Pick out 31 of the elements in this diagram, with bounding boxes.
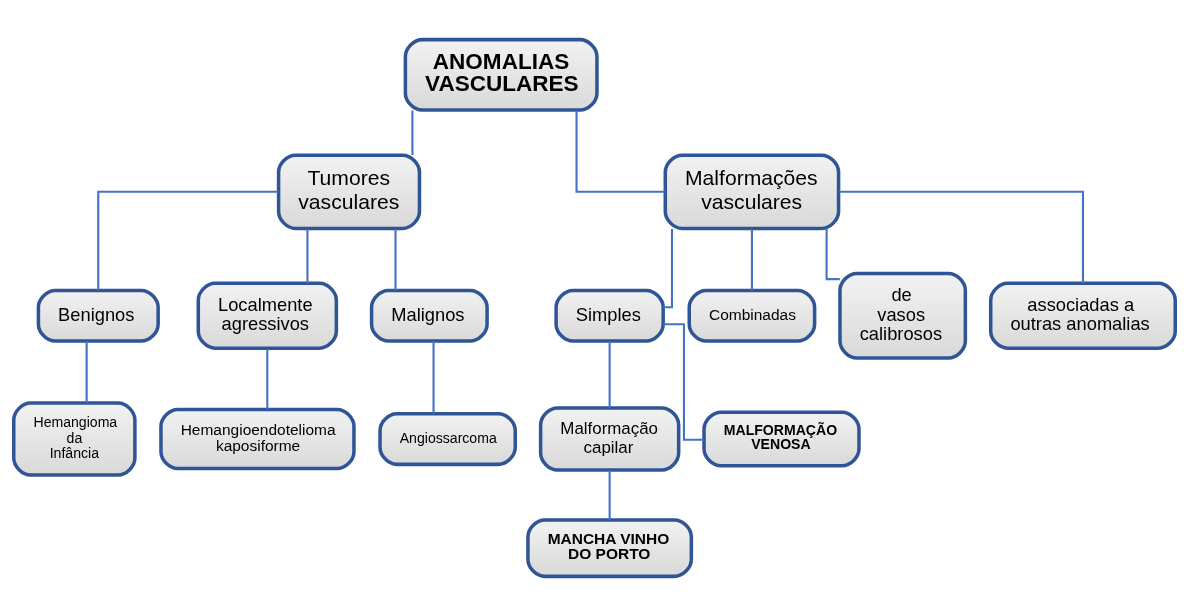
connector xyxy=(266,348,269,409)
connector xyxy=(394,228,397,290)
connector xyxy=(608,340,611,408)
connector xyxy=(825,228,840,280)
node-box: MALFORMAÇÃO VENOSA xyxy=(702,410,861,468)
connector xyxy=(663,322,704,441)
connector xyxy=(97,190,279,290)
connector xyxy=(663,228,674,308)
connector xyxy=(750,228,753,290)
node-box: MANCHA VINHO DO PORTO xyxy=(526,517,694,578)
node-box: associadas a outras anomalias xyxy=(988,281,1177,350)
node-box: Malignos xyxy=(369,288,489,343)
node-box: Malformações vasculares xyxy=(663,152,841,230)
connector xyxy=(608,469,611,520)
node-box: Angiossarcoma xyxy=(378,411,517,466)
connector xyxy=(306,228,309,283)
connector xyxy=(85,340,88,403)
node-box: Benignos xyxy=(36,288,160,343)
node-box: Localmente agressivos xyxy=(196,281,339,350)
node-box: de vasos calibrosos xyxy=(838,271,968,360)
node-box: Hemangioma da Infância xyxy=(12,400,137,477)
node-box: ANOMALIAS VASCULARES xyxy=(403,37,599,112)
node-box: Combinadas xyxy=(687,288,817,343)
connector xyxy=(432,340,435,413)
node-box: Malformação capilar xyxy=(538,405,681,472)
connector xyxy=(838,190,1085,283)
node-box: Tumores vasculares xyxy=(276,152,422,230)
connector xyxy=(575,110,666,193)
node-box: Simples xyxy=(554,288,665,343)
connector xyxy=(411,110,414,155)
node-box: Hemangioendotelioma kaposiforme xyxy=(159,407,356,470)
